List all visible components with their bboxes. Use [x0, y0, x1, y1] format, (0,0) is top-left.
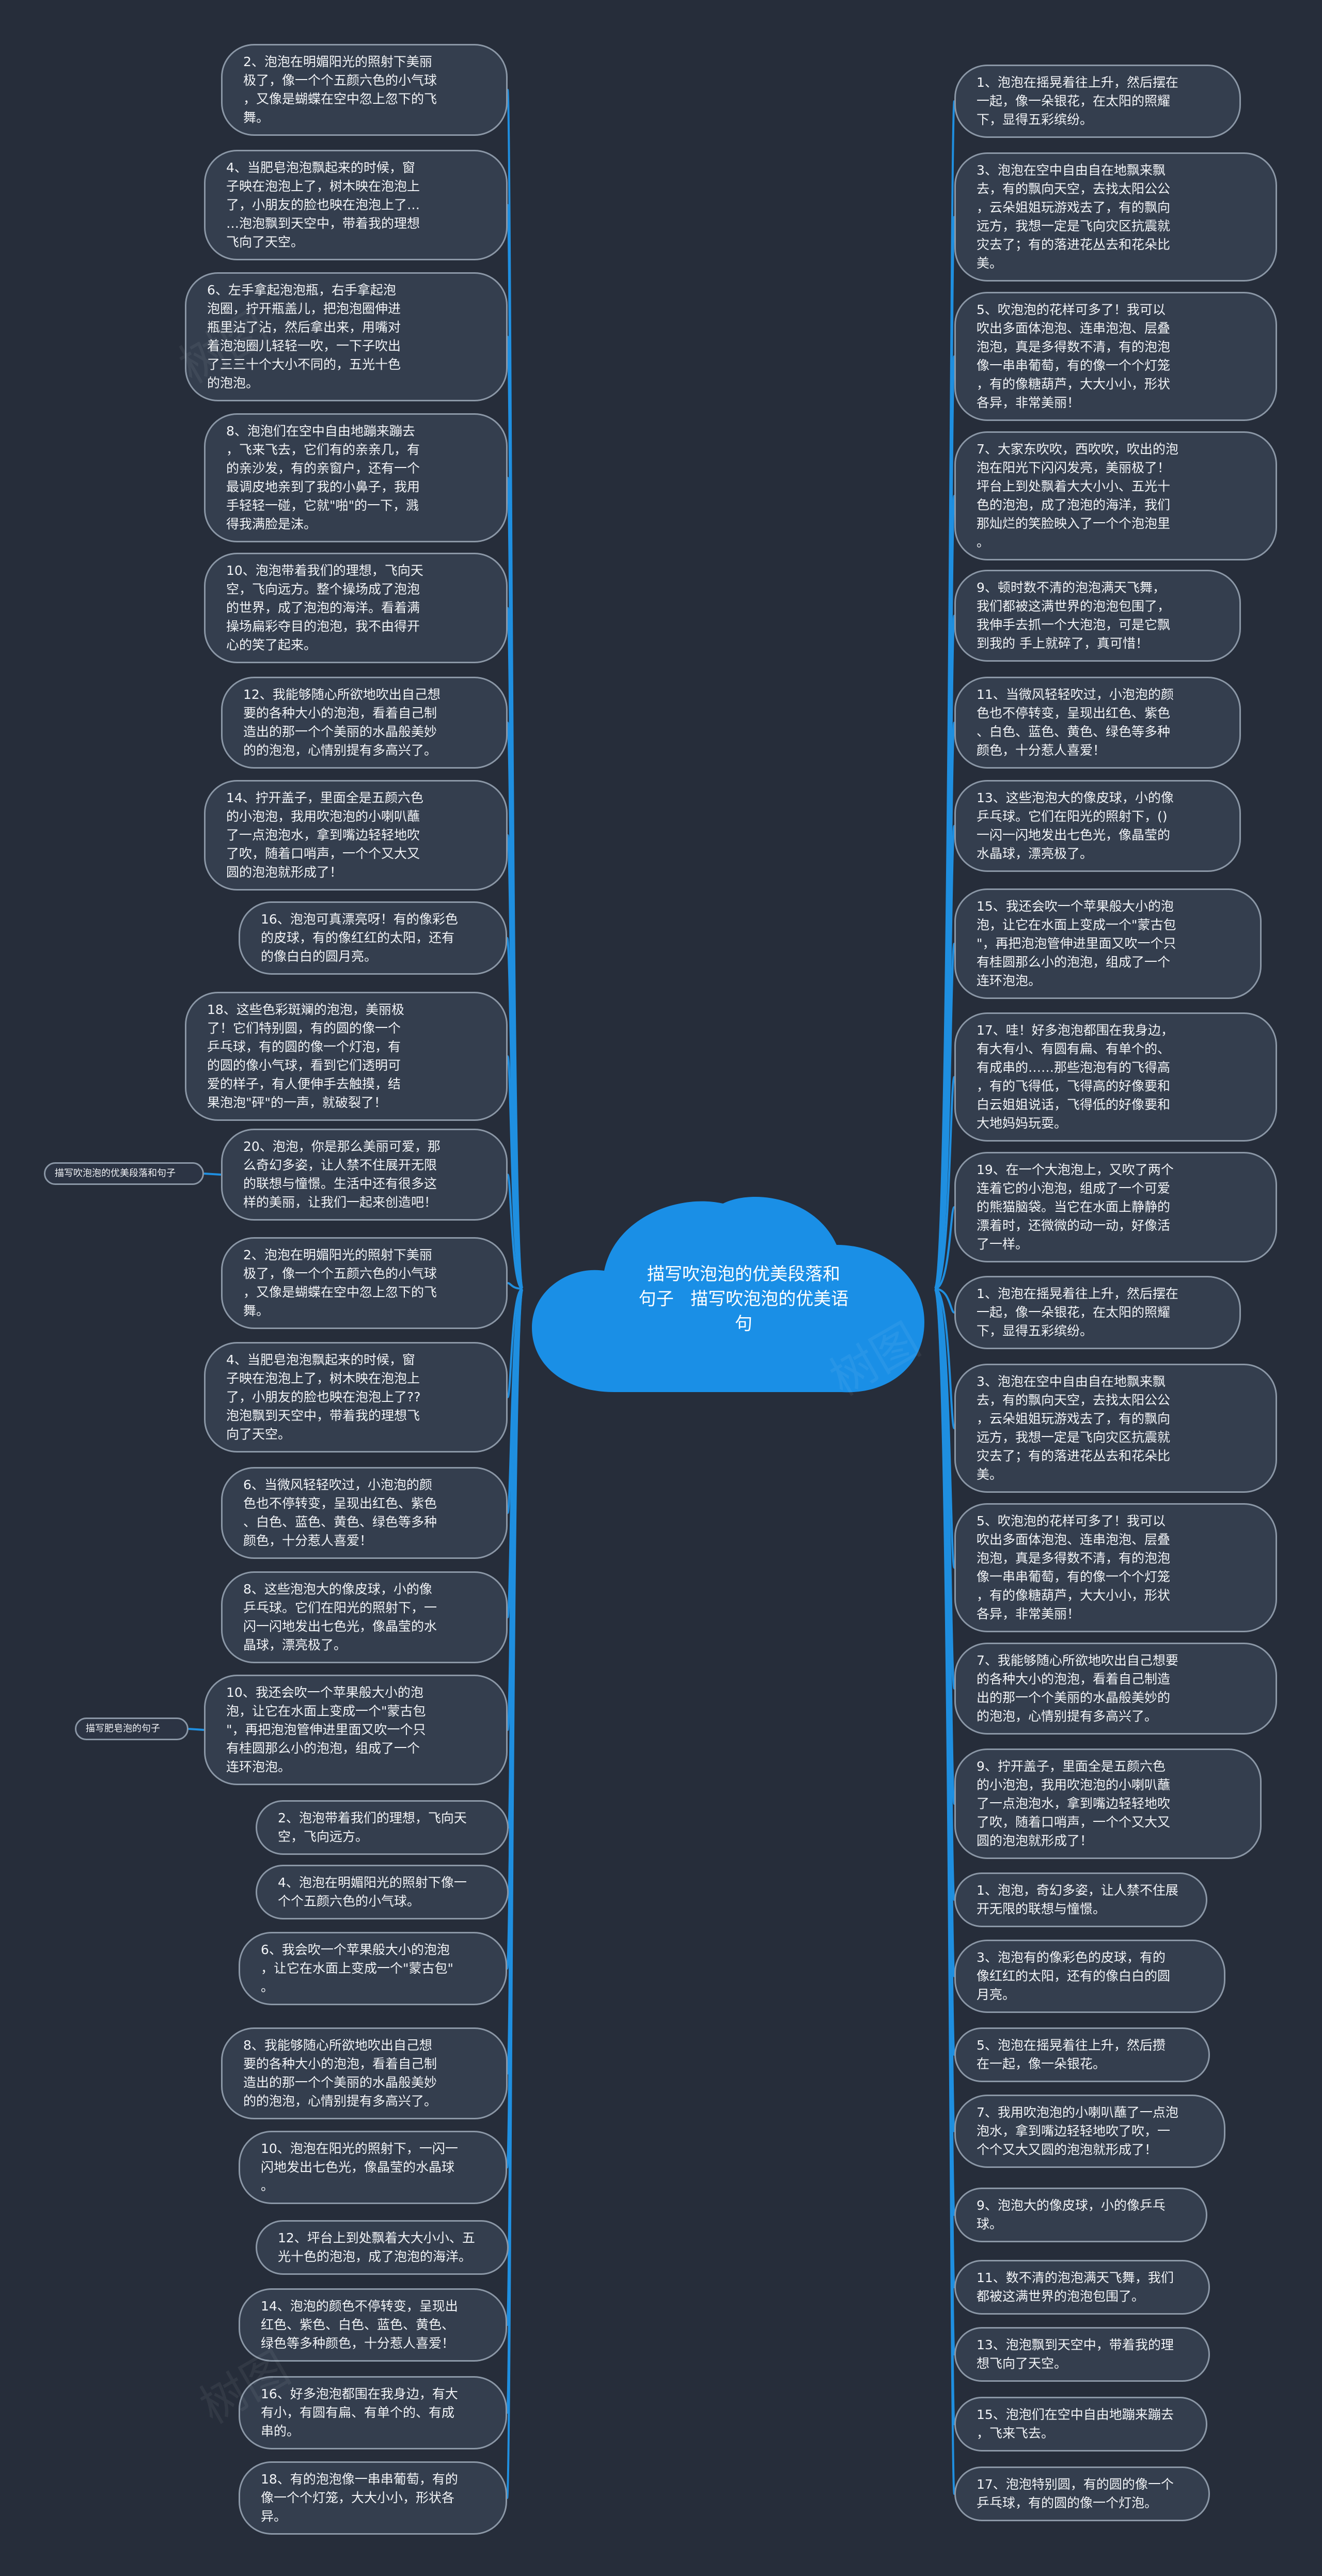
left-node-21[interactable]: 12、坪台上到处飘着大大小小、五 光十色的泡泡，成了泡泡的海洋。 — [256, 2220, 509, 2275]
connector-right-9 — [934, 1076, 955, 1290]
left-node-17[interactable]: 4、泡泡在明媚阳光的照射下像一 个个五颜六色的小气球。 — [256, 1865, 509, 1919]
connector-left-12 — [507, 1288, 523, 1398]
right-node-10[interactable]: 19、在一个大泡泡上，又吹了两个 连着它的小泡泡，组成了一个可爱 的熊猫脑袋。当… — [954, 1152, 1277, 1262]
left-node-2[interactable]: 4、当肥皂泡泡飘起来的时候，窗 子映在泡泡上了，树木映在泡泡上 了，小朋友的脸也… — [204, 150, 508, 260]
right-node-14[interactable]: 7、我能够随心所欲地吹出自己想要 的各种大小的泡泡，看着自己制造 出的那一个个美… — [954, 1643, 1277, 1735]
left-node-8[interactable]: 16、泡泡可真漂亮呀！有的像彩色 的皮球，有的像红红的太阳，还有 的像白白的圆月… — [239, 901, 507, 975]
right-node-22[interactable]: 13、泡泡飘到天空中，带着我的理 想飞向了天空。 — [954, 2327, 1210, 2382]
right-node-15[interactable]: 9、拧开盖子，里面全是五颜六色 的小泡泡，我用吹泡泡的小喇叭蘸 了一点泡泡水，拿… — [954, 1748, 1262, 1859]
right-node-5[interactable]: 9、顿时数不清的泡泡满天飞舞， 我们都被这满世界的泡泡包围了， 我伸手去抓一个大… — [954, 570, 1241, 662]
right-node-12[interactable]: 3、泡泡在空中自由自在地飘来飘 去，有的飘向天空，去找太阳公公 ，云朵姐姐玩游戏… — [954, 1364, 1277, 1493]
connector-right-24 — [934, 1288, 955, 2495]
connector-right-10 — [934, 1206, 955, 1290]
right-node-13[interactable]: 5、吹泡泡的花样可多了！我可以 吹出多面体泡泡、连串泡泡、层叠 泡泡，真是多得数… — [954, 1503, 1277, 1632]
right-node-6[interactable]: 11、当微风轻轻吹过，小泡泡的颜 色也不停转变，呈现出红色、紫色 、白色、蓝色、… — [954, 677, 1241, 769]
right-node-24[interactable]: 17、泡泡特别圆，有的圆的像一个 乒乓球，有的圆的像一个灯泡。 — [954, 2466, 1210, 2521]
right-node-18[interactable]: 5、泡泡在摇晃着往上升，然后攒 在一起，像一朵银花。 — [954, 2027, 1210, 2082]
left-node-19[interactable]: 8、我能够随心所欲地吹出自己想 要的各种大小的泡泡，看着自己制 造出的那一个个美… — [221, 2027, 508, 2119]
central-topic[interactable]: 描写吹泡泡的优美段落和 句子 描写吹泡泡的优美语 句 — [527, 1188, 940, 1415]
connector-right-12 — [934, 1288, 955, 1429]
connector-left-11 — [507, 1282, 523, 1290]
connector-right-8 — [934, 943, 955, 1290]
left-node-20[interactable]: 10、泡泡在阳光的照射下，一闪一 闪地发出七色光，像晶莹的水晶球 。 — [239, 2131, 507, 2204]
right-node-8[interactable]: 15、我还会吹一个苹果般大小的泡 泡，让它在水面上变成一个"蒙古包 "，再把泡泡… — [954, 888, 1262, 999]
right-node-9[interactable]: 17、哇！好多泡泡都围在我身边， 有大有小、有圆有扁、有单个的、 有成串的……那… — [954, 1012, 1277, 1142]
left-node-11[interactable]: 2、泡泡在明媚阳光的照射下美丽 极了，像一个个五颜六色的小气球 ，又像是蝴蝶在空… — [221, 1237, 508, 1329]
central-topic-text: 描写吹泡泡的优美段落和 句子 描写吹泡泡的优美语 句 — [638, 1264, 849, 1334]
connector-side0 — [203, 1173, 222, 1176]
connector-left-10 — [507, 1174, 524, 1290]
right-node-20[interactable]: 9、泡泡大的像皮球，小的像乒乓 球。 — [954, 2188, 1207, 2242]
left-node-13[interactable]: 6、当微风轻轻吹过，小泡泡的颜 色也不停转变，呈现出红色、紫色 、白色、蓝色、黄… — [221, 1467, 508, 1559]
right-node-1[interactable]: 1、泡泡在摇晃着往上升，然后摆在 一起，像一朵银花，在太阳的照耀 下，显得五彩缤… — [954, 65, 1241, 138]
left-node-22[interactable]: 14、泡泡的颜色不停转变，呈现出 红色、紫色、白色、蓝色、黄色、 绿色等多种颜色… — [239, 2288, 507, 2362]
right-node-19[interactable]: 7、我用吹泡泡的小喇叭蘸了一点泡 泡水，拿到嘴边轻轻地吹了吹，一 个个又大又圆的… — [954, 2095, 1225, 2168]
left-node-15[interactable]: 10、我还会吹一个苹果般大小的泡 泡，让它在水面上变成一个"蒙古包 "，再把泡泡… — [204, 1675, 508, 1785]
right-node-11[interactable]: 1、泡泡在摇晃着往上升，然后摆在 一起，像一朵银花，在太阳的照耀 下，显得五彩缤… — [954, 1276, 1241, 1349]
left-node-6[interactable]: 12、我能够随心所欲地吹出自己想 要的各种大小的泡泡，看着自己制 造出的那一个个… — [221, 677, 508, 769]
side-label-a[interactable]: 描写吹泡泡的优美段落和句子 — [44, 1162, 204, 1185]
connector-side1 — [188, 1728, 204, 1731]
right-node-21[interactable]: 11、数不清的泡泡满天飞舞，我们 都被这满世界的泡泡包围了。 — [954, 2260, 1210, 2315]
right-node-7[interactable]: 13、这些泡泡大的像皮球，小的像 乒乓球。它们在阳光的照射下，() 一闪一闪地发… — [954, 780, 1241, 872]
connector-left-24 — [506, 1288, 524, 2499]
right-node-17[interactable]: 3、泡泡有的像彩色的皮球，有的 像红红的太阳，还有的像白白的圆 月亮。 — [954, 1940, 1225, 2013]
connector-left-9 — [507, 1055, 524, 1290]
left-node-16[interactable]: 2、泡泡带着我们的理想，飞向天 空，飞向远方。 — [256, 1800, 509, 1855]
left-node-7[interactable]: 14、拧开盖子，里面全是五颜六色 的小泡泡，我用吹泡泡的小喇叭蘸 了一点泡泡水，… — [204, 780, 508, 891]
left-node-10[interactable]: 20、泡泡，你是那么美丽可爱，那 么奇幻多姿，让人禁不住展开无限 的联想与憧憬。… — [221, 1129, 508, 1221]
side-label-b[interactable]: 描写肥皂泡的句子 — [75, 1718, 188, 1740]
left-node-12[interactable]: 4、当肥皂泡泡飘起来的时候，窗 子映在泡泡上了，树木映在泡泡上 了，小朋友的脸也… — [204, 1342, 508, 1453]
cloud-shape — [532, 1196, 924, 1393]
left-node-14[interactable]: 8、这些泡泡大的像皮球，小的像 乒乓球。它们在阳光的照射下，一 闪一闪地发出七色… — [221, 1571, 508, 1663]
right-node-4[interactable]: 7、大家东吹吹，西吹吹，吹出的泡 泡在阳光下闪闪发亮，美丽极了！ 坪台上到处飘着… — [954, 431, 1277, 560]
connector-right-11 — [934, 1288, 955, 1314]
left-node-3[interactable]: 6、左手拿起泡泡瓶，右手拿起泡 泡圈，拧开瓶盖儿，把泡泡圈伸进 瓶里沾了沾，然后… — [185, 272, 508, 401]
right-node-3[interactable]: 5、吹泡泡的花样可多了！我可以 吹出多面体泡泡、连串泡泡、层叠 泡泡，真是多得数… — [954, 292, 1277, 421]
left-node-1[interactable]: 2、泡泡在明媚阳光的照射下美丽 极了，像一个个五颜六色的小气球 ，又像是蝴蝶在空… — [221, 44, 508, 136]
right-node-16[interactable]: 1、泡泡，奇幻多姿，让人禁不住展 开无限的联想与憧憬。 — [954, 1872, 1207, 1927]
left-node-9[interactable]: 18、这些色彩斑斓的泡泡，美丽极 了！它们特别圆，有的圆的像一个 乒乓球，有的圆… — [185, 992, 508, 1121]
right-node-2[interactable]: 3、泡泡在空中自由自在地飘来飘 去，有的飘向天空，去找太阳公公 ，云朵姐姐玩游戏… — [954, 152, 1277, 282]
left-node-24[interactable]: 18、有的泡泡像一串串葡萄，有的 像一个个灯笼，大大小小，形状各 异。 — [239, 2461, 507, 2535]
left-node-4[interactable]: 8、泡泡们在空中自由地蹦来蹦去 ，飞来飞去，它们有的亲亲几，有 的亲沙发，有的亲… — [204, 413, 508, 542]
left-node-5[interactable]: 10、泡泡带着我们的理想，飞向天 空，飞向远方。整个操场成了泡泡 的世界，成了泡… — [204, 553, 508, 663]
left-node-18[interactable]: 6、我会吹一个苹果般大小的泡泡 ，让它在水面上变成一个"蒙古包" 。 — [239, 1932, 507, 2005]
left-node-23[interactable]: 16、好多泡泡都围在我身边，有大 有小，有圆有扁、有单个的、有成 串的。 — [239, 2376, 507, 2449]
right-node-23[interactable]: 15、泡泡们在空中自由地蹦来蹦去 ，飞来飞去。 — [954, 2397, 1207, 2452]
